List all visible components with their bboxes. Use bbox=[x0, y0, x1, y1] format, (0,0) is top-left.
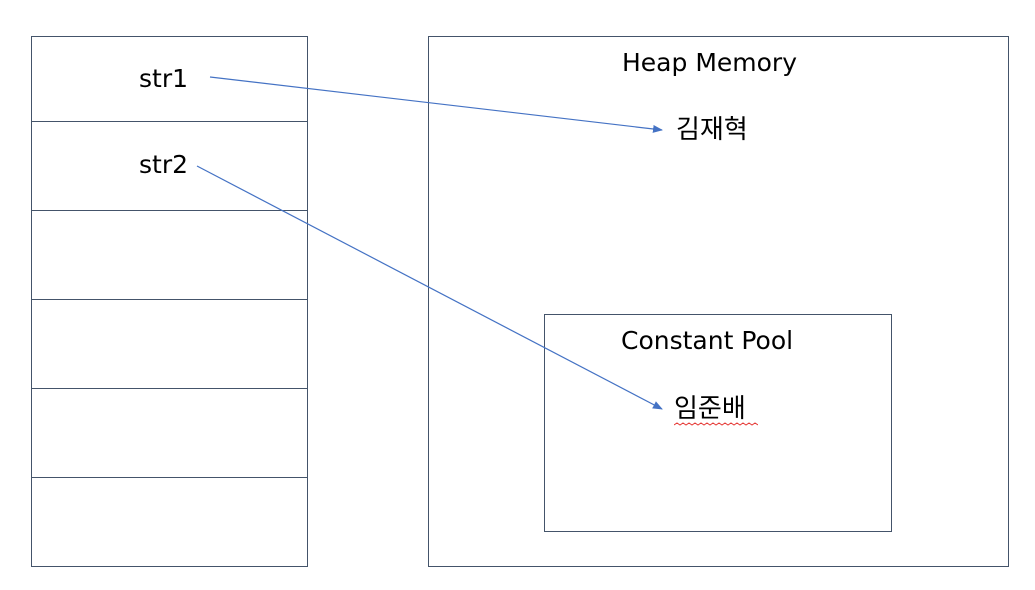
stack-divider bbox=[32, 121, 307, 122]
heap-string-value: 김재혁 bbox=[676, 115, 748, 145]
constant-pool-box bbox=[544, 314, 892, 532]
constant-pool-string-value: 임준배 bbox=[674, 394, 746, 424]
stack-divider bbox=[32, 388, 307, 389]
heap-memory-title: Heap Memory bbox=[622, 48, 797, 77]
stack-divider bbox=[32, 210, 307, 211]
stack-divider bbox=[32, 477, 307, 478]
stack-variable-str1: str1 bbox=[139, 64, 189, 93]
constant-pool-title: Constant Pool bbox=[621, 326, 794, 355]
spellcheck-underline bbox=[674, 422, 758, 426]
stack-variable-str2: str2 bbox=[139, 150, 189, 179]
stack-divider bbox=[32, 299, 307, 300]
stack-frame bbox=[31, 36, 308, 567]
